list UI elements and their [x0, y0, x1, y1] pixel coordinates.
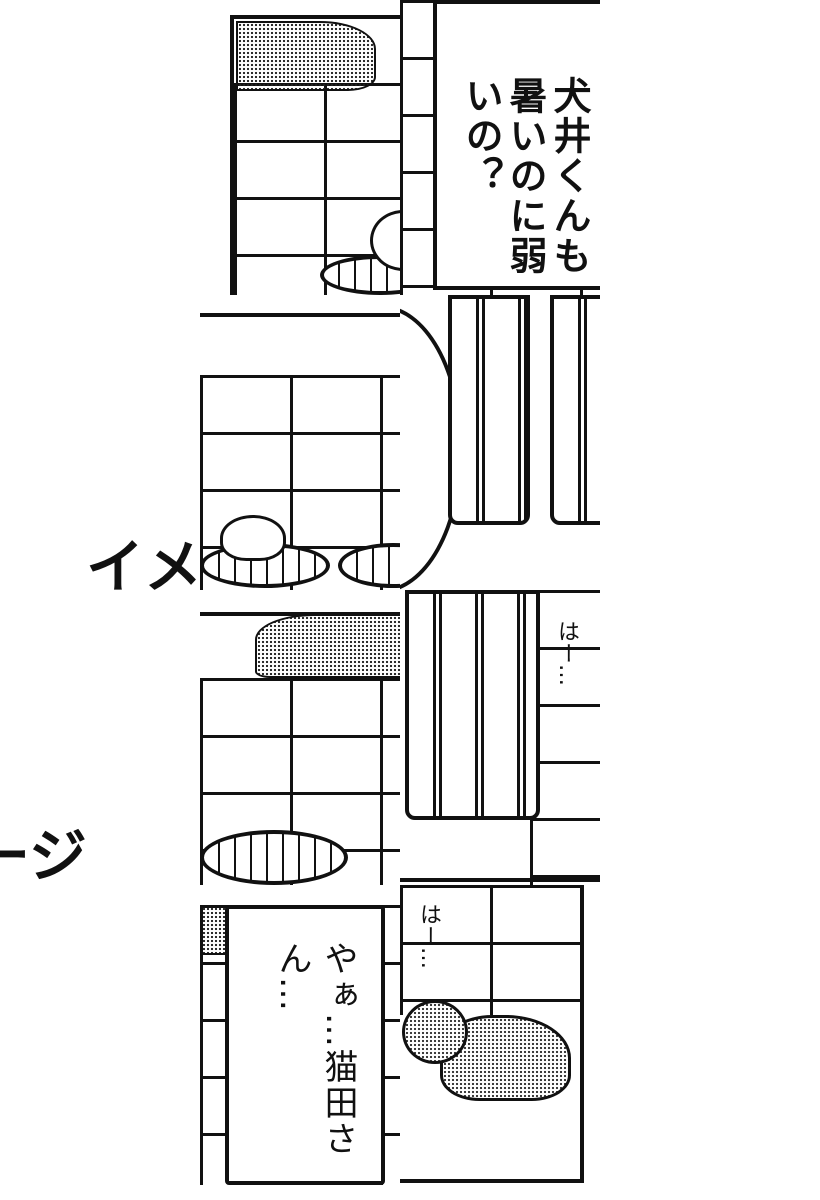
dog-head — [402, 1000, 468, 1064]
speech-text-top: 犬井くんも暑いのに弱いの？ — [459, 76, 591, 276]
sound-effect-2: はー… — [416, 903, 441, 969]
manga-tile-speech-top: 犬井くんも暑いのに弱いの？ — [400, 0, 600, 295]
cat-head — [220, 515, 286, 561]
overlay-text-part1: イメ — [86, 533, 203, 590]
manga-tile-wall-1 — [230, 15, 400, 295]
manga-tile-wall-2 — [200, 590, 400, 885]
manga-tile-trash-cans-1 — [400, 295, 600, 590]
overlay-text-part2: ージ — [0, 826, 87, 886]
sound-effect-1: はー… — [554, 620, 579, 686]
manga-tile-trash-cans-2: はー… — [400, 590, 600, 885]
trash-can — [448, 295, 530, 525]
manga-tile-wall-cat — [200, 295, 400, 590]
speech-text-bottom: やぁ…猫田さん… — [272, 941, 358, 1157]
manga-tile-dog: はー… — [400, 885, 600, 1185]
manga-tile-speech-bottom: やぁ…猫田さん… — [200, 885, 400, 1185]
